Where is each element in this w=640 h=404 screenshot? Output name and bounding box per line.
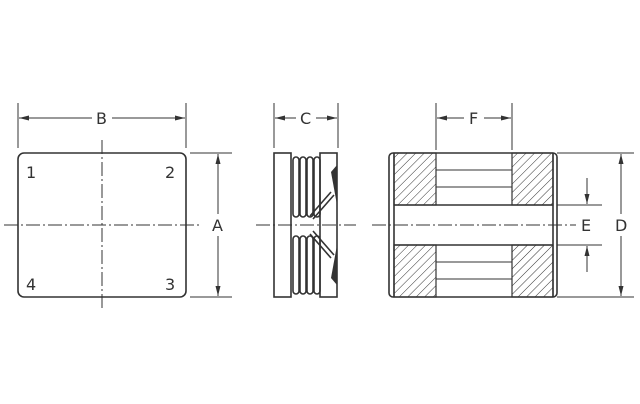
- dimension-c-label: C: [300, 109, 311, 128]
- side-view: C: [256, 103, 356, 298]
- pin-1-label: 1: [26, 163, 36, 182]
- pin-2-label: 2: [165, 163, 175, 182]
- section-view: F E D: [372, 103, 634, 298]
- dimension-f-label: F: [469, 109, 478, 128]
- dimension-e-label: E: [581, 216, 591, 235]
- pin-4-label: 4: [26, 275, 36, 294]
- pin-3-label: 3: [165, 275, 175, 294]
- top-view: 1 2 4 3 B A: [4, 103, 232, 308]
- dimension-d-label: D: [615, 216, 627, 235]
- dimension-a-label: A: [212, 216, 223, 235]
- dimension-b-label: B: [96, 109, 107, 128]
- coil-windings: [292, 156, 337, 295]
